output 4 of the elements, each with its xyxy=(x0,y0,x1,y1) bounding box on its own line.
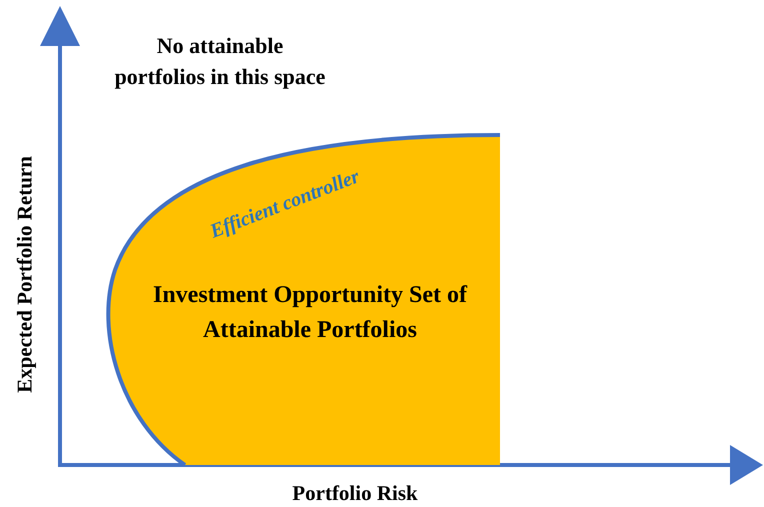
x-axis-label: Portfolio Risk xyxy=(291,481,419,506)
region-label: Investment Opportunity Set of Attainable Portfolios xyxy=(152,281,468,345)
region-note: No attainable portfolios in this space xyxy=(114,32,326,91)
y-axis-label: Expected Portfolio Return xyxy=(12,155,38,395)
